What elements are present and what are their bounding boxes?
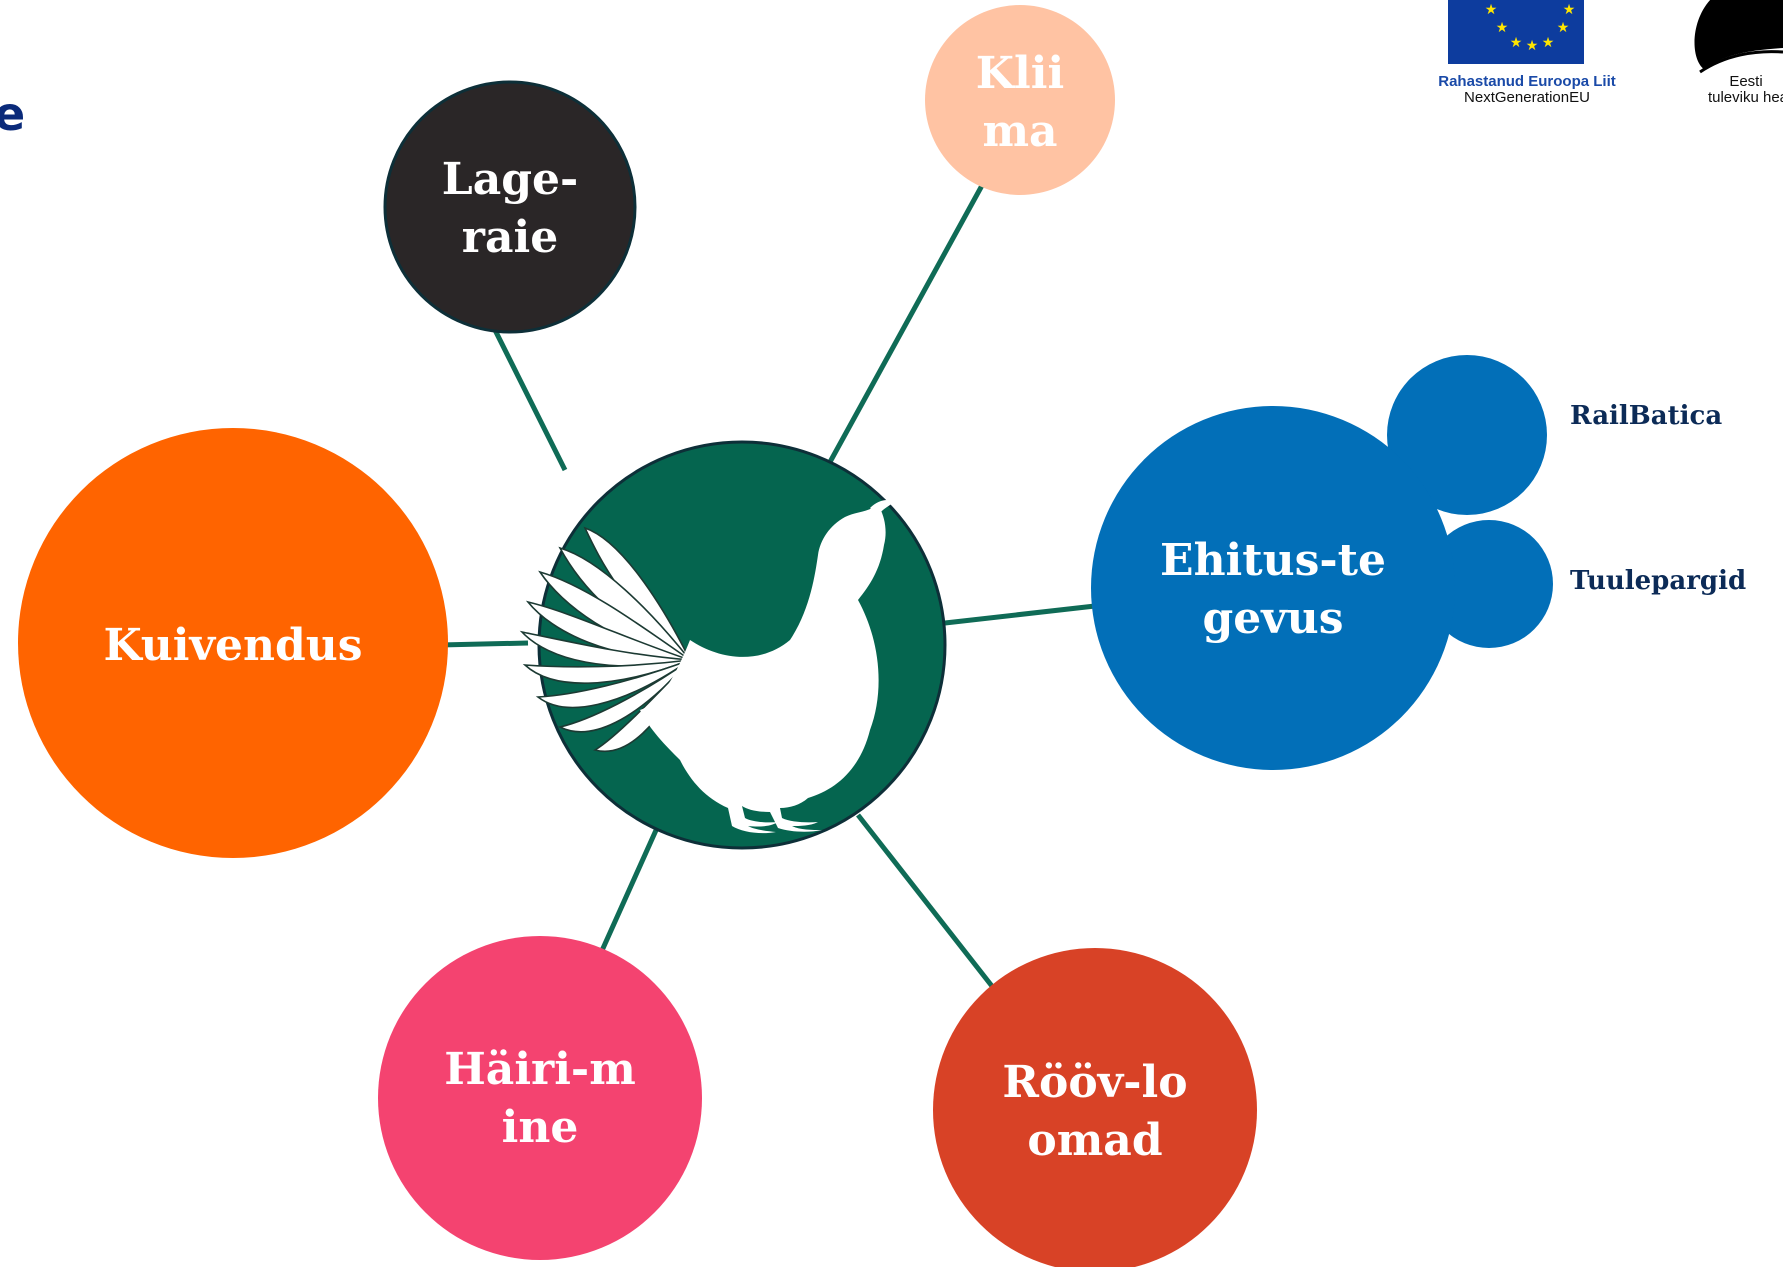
node-lageraie-line2: raie [462, 212, 558, 263]
node-kuivendus-line1: Kuivendus [103, 620, 362, 671]
connector-kuivendus [439, 640, 529, 648]
sub-node-tuulepargid-circle [1425, 520, 1553, 648]
node-ehitustegevus: Ehitus-te gevus [1091, 406, 1455, 770]
node-hairimine-circle [378, 936, 702, 1260]
node-hairimine-line2: ine [502, 1102, 579, 1153]
eu-logo: ★ ★ ★ ★ ★ ★ ★ Rahastanud Euroopa Liit Ne… [1438, 0, 1616, 106]
sub-node-railbatica-circle [1387, 355, 1547, 515]
estonia-logo: Eesti tuleviku hea [1694, 0, 1783, 106]
page-title-fragment: e [0, 87, 25, 141]
node-rooveloomad-line1: Rööv-lo [1002, 1057, 1187, 1108]
bird-beak [870, 500, 895, 515]
tail-fan [519, 526, 691, 752]
eu-logo-line1: Rahastanud Euroopa Liit [1438, 73, 1616, 90]
center-node [519, 440, 947, 850]
svg-text:★: ★ [1485, 2, 1498, 18]
svg-text:★: ★ [1563, 2, 1576, 18]
capercaillie-icon [519, 500, 895, 834]
node-ehitustegevus-line1: Ehitus-te [1160, 535, 1386, 586]
connector-lines [439, 178, 1096, 992]
bird-body [640, 505, 886, 834]
estonia-logo-curve [1699, 50, 1783, 74]
node-ehitustegevus-line2: gevus [1202, 593, 1343, 644]
node-lageraie: Lage- raie [383, 80, 637, 334]
connector-kliima [827, 178, 988, 464]
node-kliima-line2: ma [982, 106, 1057, 157]
connector-lageraie [487, 318, 568, 472]
eu-stars: ★ ★ ★ ★ ★ ★ ★ [1485, 2, 1576, 54]
connector-rooveloomad [856, 813, 997, 992]
estonia-logo-line1: Eesti [1729, 73, 1762, 90]
svg-text:★: ★ [1542, 35, 1555, 51]
connector-ehitustegevus [944, 603, 1096, 626]
svg-text:★: ★ [1526, 38, 1539, 54]
node-ehitustegevus-circle [1091, 406, 1455, 770]
node-rooveloomad-circle [933, 948, 1257, 1267]
sub-node-tuulepargid-label: Tuulepargid [1570, 566, 1746, 596]
svg-text:★: ★ [1510, 35, 1523, 51]
node-kliima-circle [925, 5, 1115, 195]
svg-text:★: ★ [1557, 20, 1570, 36]
estonia-logo-line2: tuleviku hea [1708, 89, 1783, 106]
connector-hairimine [597, 826, 660, 957]
sub-node-railbatica-label: RailBatica [1570, 401, 1722, 431]
sub-node-railbatica: RailBatica [1387, 355, 1722, 515]
node-hairimine-line1: Häiri-m [444, 1044, 636, 1095]
node-kuivendus-circle [18, 428, 448, 858]
sub-node-tuulepargid: Tuulepargid [1425, 520, 1746, 648]
svg-text:★: ★ [1496, 20, 1509, 36]
node-rooveloomad-line2: omad [1027, 1115, 1162, 1166]
node-kliima: Klii ma [925, 5, 1115, 195]
node-hairimine: Häiri-m ine [378, 936, 702, 1260]
node-rooveloomad: Rööv-lo omad [933, 948, 1257, 1267]
node-kliima-line1: Klii [976, 48, 1064, 99]
estonia-logo-icon [1694, 0, 1783, 70]
node-lageraie-circle [383, 80, 637, 334]
node-kuivendus: Kuivendus [18, 428, 448, 858]
eu-flag-icon [1448, 0, 1584, 64]
eu-logo-line2: NextGenerationEU [1464, 89, 1590, 106]
node-lageraie-line1: Lage- [442, 154, 578, 205]
